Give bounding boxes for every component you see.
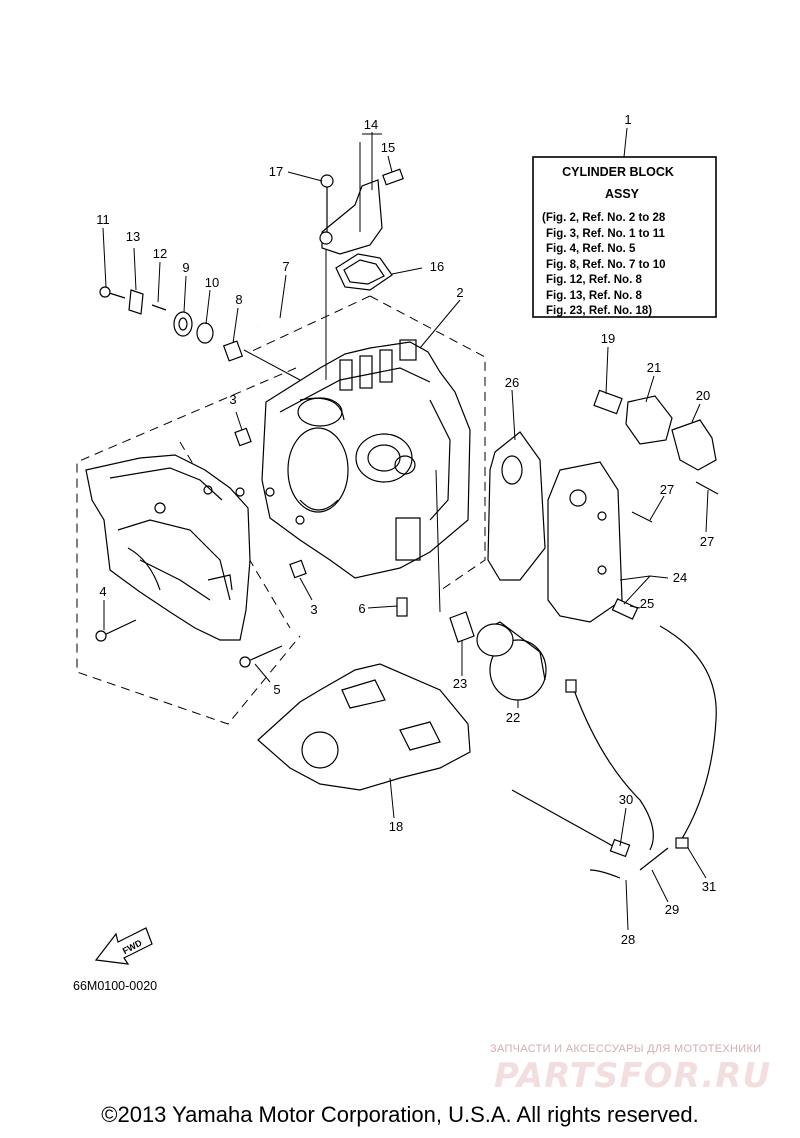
- callout-15: 15: [381, 140, 395, 155]
- assy-line-5: Fig. 12, Ref. No. 8: [546, 274, 642, 286]
- assembly-outline: [76, 295, 486, 725]
- callout-26: 26: [505, 375, 519, 390]
- diagram-code: 66M0100-0020: [73, 979, 157, 993]
- assy-line-2: Fig. 3, Ref. No. 1 to 11: [546, 228, 665, 240]
- callout-labels: 1 2 3 3 4 5 6 7 8 9 10 11 13 12 14 15 16…: [96, 112, 716, 947]
- assy-line-1: (Fig. 2, Ref. No. 2 to 28: [542, 212, 666, 224]
- callout-27-left: 27: [660, 482, 674, 497]
- callout-1: 1: [624, 112, 631, 127]
- callout-5: 5: [273, 682, 280, 697]
- callout-31: 31: [702, 879, 716, 894]
- cylinder-block: [261, 339, 471, 579]
- callout-6: 6: [358, 601, 365, 616]
- callout-9: 9: [182, 260, 189, 275]
- copyright-notice: ©2013 Yamaha Motor Corporation, U.S.A. A…: [101, 1102, 699, 1127]
- callout-16: 16: [430, 259, 444, 274]
- assy-line-4: Fig. 8, Ref. No. 7 to 10: [546, 259, 666, 271]
- callout-20: 20: [696, 388, 710, 403]
- callout-2: 2: [456, 285, 463, 300]
- callout-29: 29: [665, 902, 679, 917]
- callout-25: 25: [640, 596, 654, 611]
- callout-19: 19: [601, 331, 615, 346]
- callout-30: 30: [619, 792, 633, 807]
- callout-11: 11: [96, 212, 110, 227]
- assy-line-3: Fig. 4, Ref. No. 5: [546, 243, 636, 255]
- callout-23: 23: [453, 676, 467, 691]
- callout-21: 21: [647, 360, 661, 375]
- assy-line-7: Fig. 23, Ref. No. 18): [546, 305, 652, 317]
- callout-27-right: 27: [700, 534, 714, 549]
- assy-title-line2: ASSY: [605, 187, 640, 201]
- callout-14: 14: [364, 117, 378, 132]
- callout-28: 28: [621, 932, 635, 947]
- callout-10: 10: [205, 275, 219, 290]
- assy-info-box: CYLINDER BLOCK ASSY (Fig. 2, Ref. No. 2 …: [532, 127, 717, 318]
- callout-17: 17: [269, 164, 283, 179]
- assy-title-line1: CYLINDER BLOCK: [562, 165, 674, 179]
- fwd-arrow-icon: FWD: [94, 927, 153, 965]
- watermark-tagline: ЗАПЧАСТИ И АКСЕССУАРЫ ДЛЯ МОТОТЕХНИКИ: [490, 1043, 762, 1055]
- callout-3-upper: 3: [229, 392, 236, 407]
- leader-lines: [102, 132, 709, 931]
- watermark-brand: PARTSFOR.RU: [494, 1056, 772, 1096]
- callout-3-lower: 3: [310, 602, 317, 617]
- small-parts: [95, 168, 719, 879]
- callout-12: 12: [153, 246, 167, 261]
- callout-8: 8: [235, 292, 242, 307]
- callout-24: 24: [673, 570, 687, 585]
- assy-line-6: Fig. 13, Ref. No. 8: [546, 290, 642, 302]
- callout-22: 22: [506, 710, 520, 725]
- callout-7: 7: [282, 259, 289, 274]
- callout-4: 4: [99, 584, 106, 599]
- callout-13: 13: [126, 229, 140, 244]
- exhaust-cover: [85, 454, 251, 641]
- callout-18: 18: [389, 819, 403, 834]
